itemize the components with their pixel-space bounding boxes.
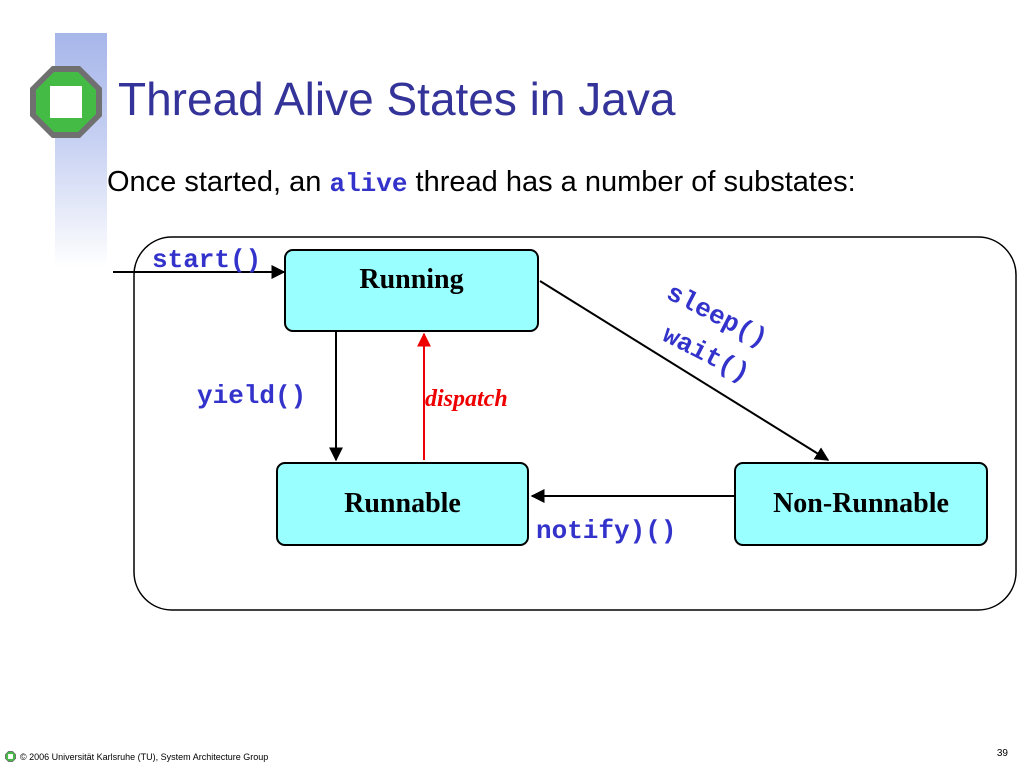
subtitle-text-before: Once started, an	[107, 166, 330, 198]
university-logo-icon	[30, 66, 102, 138]
state-runnable: Runnable	[276, 462, 529, 546]
subtitle-text-after: thread has a number of substates:	[407, 166, 856, 198]
yield-label: yield()	[197, 381, 307, 411]
slide-subtitle: Once started, an alive thread has a numb…	[107, 166, 856, 199]
state-running: Running	[284, 249, 539, 332]
dispatch-label: dispatch	[425, 386, 508, 412]
subtitle-code-alive: alive	[329, 169, 408, 199]
footer-copyright: © 2006 Universität Karlsruhe (TU), Syste…	[20, 752, 269, 762]
notify-label: notify)()	[536, 516, 677, 546]
alive-region-frame	[133, 236, 1017, 611]
start-label: start()	[152, 245, 262, 275]
page-number: 39	[996, 748, 1008, 759]
slide-title: Thread Alive States in Java	[118, 73, 676, 125]
footer-logo-icon	[5, 751, 16, 762]
state-non-runnable: Non-Runnable	[734, 462, 988, 546]
sleep-wait-arrow	[539, 280, 830, 461]
